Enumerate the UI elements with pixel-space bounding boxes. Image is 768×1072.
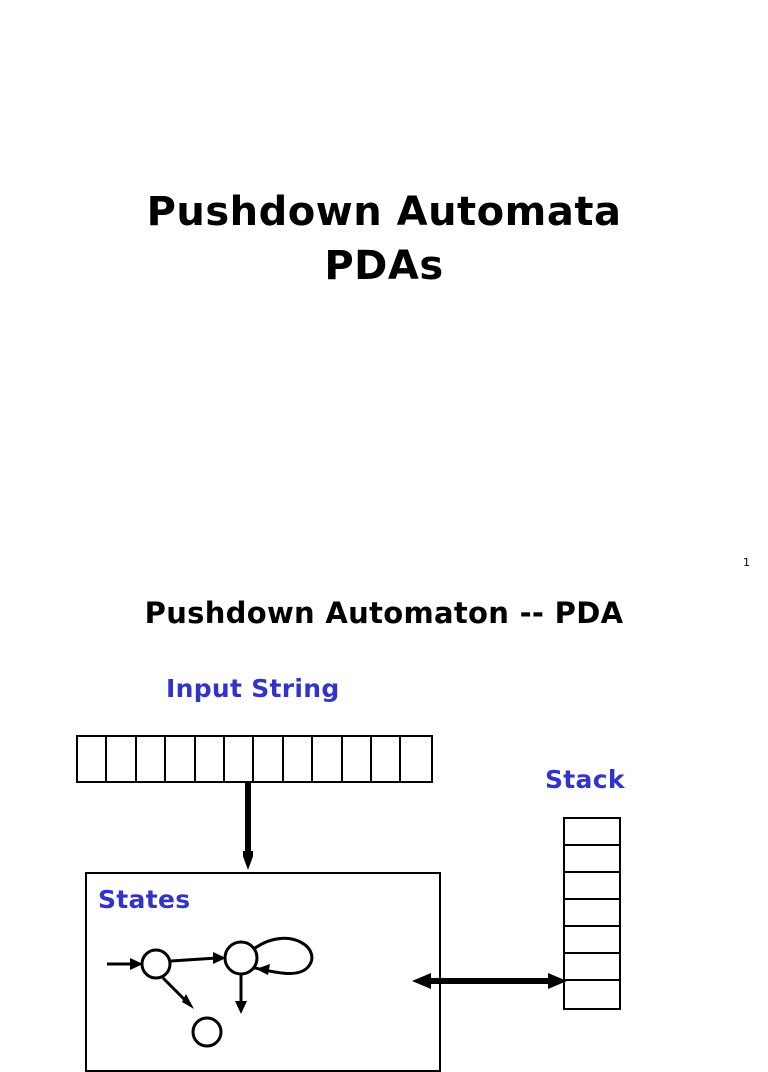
input-string-label: Input String — [166, 674, 340, 703]
input-tape-cell — [313, 737, 343, 781]
stack-cell — [565, 981, 619, 1008]
tape-to-states-arrow-icon — [243, 783, 253, 870]
states-stack-double-arrow-icon — [412, 973, 567, 989]
input-tape-cell — [78, 737, 108, 781]
page-number: 1 — [743, 556, 750, 569]
input-tape-cell — [401, 737, 430, 781]
stack-cells — [563, 817, 621, 1010]
stack-cell — [565, 954, 619, 981]
input-tape-cell — [107, 737, 137, 781]
input-tape-cell — [284, 737, 314, 781]
slide-title-line-1: Pushdown Automata — [146, 189, 622, 235]
stack-label: Stack — [545, 765, 625, 794]
states-label: States — [98, 885, 191, 914]
input-tape-cell — [137, 737, 167, 781]
stack-cell — [565, 819, 619, 846]
input-tape-cell — [372, 737, 402, 781]
stack-cell — [565, 927, 619, 954]
input-tape-cell — [166, 737, 196, 781]
input-tape-cell — [225, 737, 255, 781]
input-tape-cell — [343, 737, 372, 781]
section-title: Pushdown Automaton -- PDA — [144, 596, 624, 630]
slide-title-line-2: PDAs — [324, 243, 444, 289]
stack-cell — [565, 873, 619, 900]
input-tape-cell — [196, 737, 225, 781]
stack-cell — [565, 900, 619, 927]
input-tape-cell — [254, 737, 284, 781]
slide-title: Pushdown Automata PDAs — [0, 185, 768, 293]
input-tape — [76, 735, 433, 783]
stack-cell — [565, 846, 619, 873]
